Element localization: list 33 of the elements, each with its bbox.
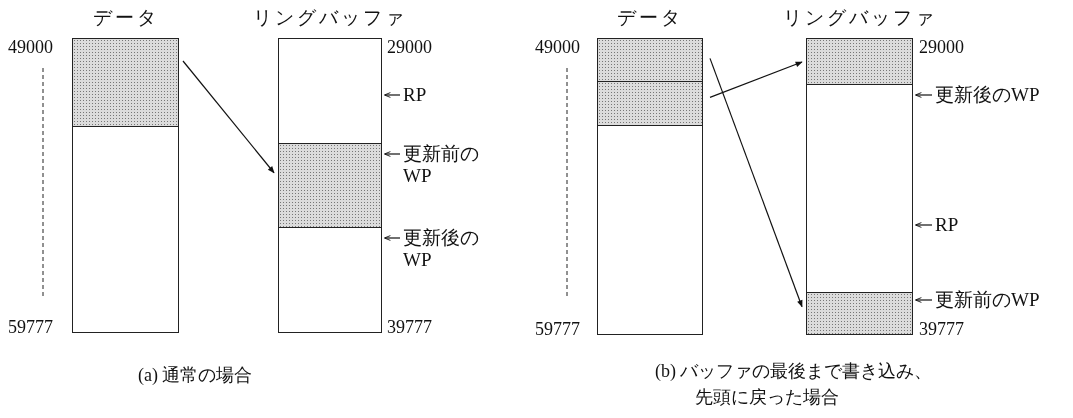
shaded-segment <box>807 39 912 85</box>
arrow <box>182 60 275 174</box>
column-heading: リングバッファ <box>253 6 407 30</box>
arrow <box>709 57 803 308</box>
address-label: 29000 <box>919 36 964 59</box>
pointer-label: 更新前の WP <box>403 143 479 186</box>
pointer-arrow <box>383 151 401 157</box>
address-label: 49000 <box>535 36 580 59</box>
shaded-segment <box>598 82 702 126</box>
pointer-label: 更新前のWP <box>935 289 1040 310</box>
shaded-segment <box>598 39 702 82</box>
column-heading: データ <box>92 6 159 30</box>
address-label: (a) 通常の場合 <box>138 364 253 387</box>
pointer-arrow <box>914 297 933 303</box>
pointer-label: RP <box>935 214 959 235</box>
address-label: 29000 <box>387 36 432 59</box>
address-label: 59777 <box>535 318 580 341</box>
arrow <box>709 61 803 98</box>
address-label: 39777 <box>919 318 964 341</box>
shaded-segment <box>73 39 178 127</box>
shaded-segment <box>279 143 381 228</box>
figure-caption: (b) バッファの最後まで書き込み、先頭に戻った場合 <box>655 360 934 409</box>
shaded-segment <box>807 292 912 334</box>
address-label: 39777 <box>387 316 432 339</box>
column-heading: リングバッファ <box>782 6 937 30</box>
pointer-label: 更新後の WP <box>403 227 479 270</box>
pointer-arrow <box>383 92 401 98</box>
address-label: 49000 <box>8 36 53 59</box>
pointer-label: RP <box>403 84 427 105</box>
column-heading: データ <box>617 6 683 30</box>
pointer-label: 更新後のWP <box>935 84 1040 105</box>
address-label: 59777 <box>8 316 53 339</box>
pointer-arrow <box>383 235 401 241</box>
